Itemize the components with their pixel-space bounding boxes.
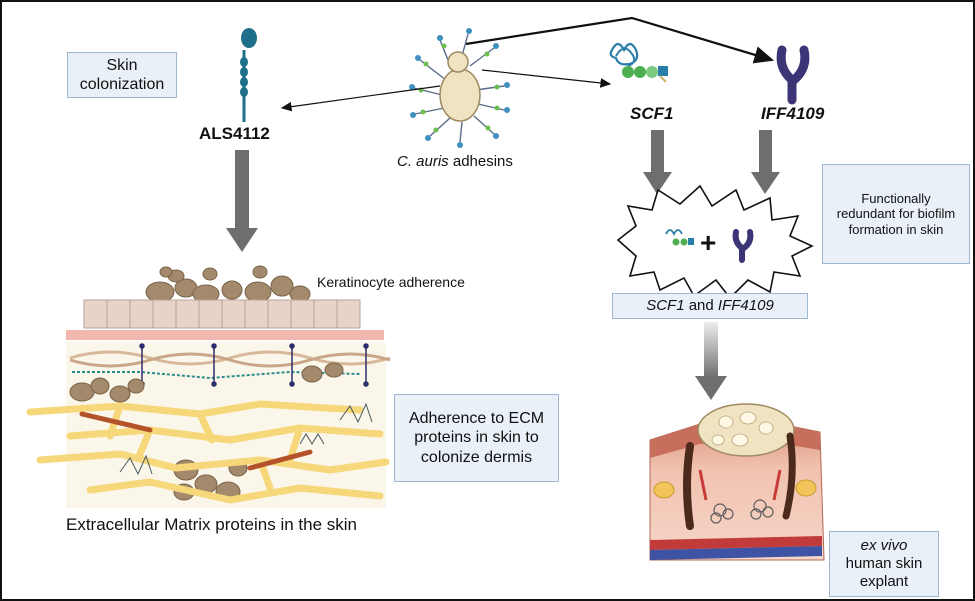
fungal-cells-surface — [145, 265, 311, 304]
arrow-als-down — [226, 150, 258, 252]
arrow-to-als — [280, 85, 441, 112]
elastin-fibers — [119, 402, 373, 476]
functionally-redundant-box: Functionally redundant for biofilm forma… — [822, 164, 970, 264]
plus-sign: + — [700, 227, 716, 258]
combo-iff: IFF4109 — [717, 297, 774, 314]
skin-explant-illustration — [649, 403, 825, 561]
ecm-adherence-label: Adherence to ECM proteins in skin to col… — [408, 410, 545, 466]
collagen-rods — [79, 411, 313, 471]
skin-colonization-label: Skin colonization — [79, 56, 165, 93]
keratinocyte-layer — [83, 299, 361, 329]
combo-label: SCF1 and IFF4109 — [646, 297, 774, 315]
scf1-label: SCF1 — [630, 104, 674, 123]
starburst-scf1-icon — [665, 229, 694, 246]
adhesins-word: adhesins — [452, 153, 513, 170]
als4112-protein-icon — [240, 28, 257, 122]
arrow-scf1-down — [643, 130, 672, 194]
collagen-fibers — [26, 400, 390, 504]
skin-colonization-box: Skin colonization — [67, 52, 177, 98]
basement-membrane — [66, 330, 384, 340]
adhesins-label: C. auris adhesins — [397, 153, 513, 170]
starburst-iff-icon — [732, 229, 754, 263]
iff4109-label: IFF4109 — [761, 104, 825, 123]
explant-box: ex vivo human skin explant — [829, 531, 939, 597]
c-auris-cell-icon — [409, 28, 510, 148]
laminin-icons — [139, 343, 369, 387]
keratinocyte-label: Keratinocyte adherence — [317, 274, 465, 290]
arrow-to-iff — [465, 16, 775, 64]
combo-and: and — [688, 297, 714, 314]
combo-scf1: SCF1 — [646, 297, 685, 314]
starburst-shape — [616, 184, 814, 300]
arrow-to-scf1 — [481, 69, 612, 88]
scf1-protein-icon — [609, 42, 668, 83]
ecm-caption: Extracellular Matrix proteins in the ski… — [66, 515, 358, 534]
iff4109-protein-icon — [776, 45, 810, 105]
arrow-iff-down — [751, 130, 780, 194]
functionally-redundant-label: Functionally redundant for biofilm forma… — [836, 190, 956, 237]
combo-label-box: SCF1 and IFF4109 — [612, 293, 808, 319]
c-auris-species: C. auris — [397, 153, 449, 170]
arrow-combo-down — [695, 322, 727, 400]
ecm-adherence-box: Adherence to ECM proteins in skin to col… — [394, 394, 559, 482]
explant-ex-vivo: ex vivo — [860, 537, 908, 554]
als4112-label: ALS4112 — [199, 124, 270, 143]
explant-rest: human skin explant — [845, 555, 923, 590]
